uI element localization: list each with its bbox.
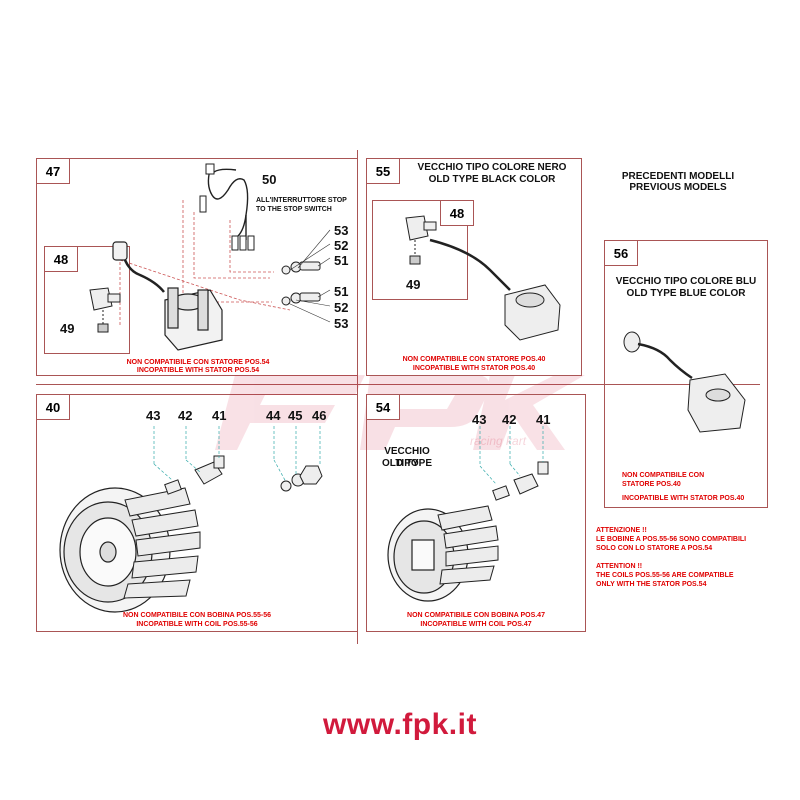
panel-56-note-en: INCOPATIBLE WITH STATOR POS.40 — [622, 495, 745, 502]
panel-56-header-en: OLD TYPE BLUE COLOR — [626, 288, 746, 299]
stop-switch-label-it: ALL'INTERRUTTORE STOP — [256, 197, 347, 204]
attention-en-line2: ONLY WITH THE STATOR POS.54 — [596, 581, 707, 588]
attention-en-title: ATTENTION !! — [596, 563, 643, 570]
panel-48-inset — [44, 246, 130, 354]
part-52b-label: 52 — [334, 300, 349, 315]
attention-en-line1: THE COILS POS.55-56 ARE COMPATIBLE — [596, 572, 734, 579]
part-53b-label: 53 — [334, 316, 349, 331]
panel-54-header-it: VECCHIO TIPO — [384, 446, 430, 469]
part-55-49-label: 49 — [406, 277, 421, 292]
panel-55-note-it: NON COMPATIBILE CON STATORE POS.40 — [402, 356, 546, 363]
part-44-label: 44 — [266, 408, 281, 423]
part-42-label: 42 — [178, 408, 193, 423]
part-52a-label: 52 — [334, 238, 349, 253]
part-54-42-label: 42 — [502, 412, 517, 427]
panel-56-note-it2: STATORE POS.40 — [622, 481, 681, 488]
panel-54-tag: 54 — [366, 394, 400, 420]
panel-55-frame — [366, 158, 582, 376]
panel-56-tag: 56 — [604, 240, 638, 266]
part-45-label: 45 — [288, 408, 303, 423]
part-53a-label: 53 — [334, 223, 349, 238]
panel-47-note-it: NON COMPATIBILE CON STATORE POS.54 — [126, 359, 270, 366]
previous-models-title-it: PRECEDENTI MODELLI — [621, 171, 735, 182]
panel-40-note-it: NON COMPATIBILE CON BOBINA POS.55-56 — [122, 612, 272, 619]
panel-56-header-it: VECCHIO TIPO COLORE BLU — [615, 276, 757, 287]
panel-56-note-it1: NON COMPATIBILE CON — [622, 472, 705, 479]
panel-54-frame — [366, 394, 586, 632]
panel-56-frame — [604, 240, 768, 508]
attention-it-line2: SOLO CON LO STATORE A POS.54 — [596, 545, 713, 552]
panel-47-note-en: INCOPATIBLE WITH STATOR POS.54 — [136, 367, 260, 374]
panel-40-note-en: INCOPATIBLE WITH COIL POS.55-56 — [136, 621, 258, 628]
divider-horizontal — [36, 384, 760, 385]
part-51a-label: 51 — [334, 253, 349, 268]
panel-54-note-it: NON COMPATIBILE CON BOBINA POS.47 — [407, 612, 545, 619]
panel-54-header-en: OLD TYPE — [381, 458, 432, 469]
part-49-label: 49 — [60, 321, 75, 336]
panel-54-note-en: INCOPATIBLE WITH COIL POS.47 — [420, 621, 532, 628]
part-43-label: 43 — [146, 408, 161, 423]
part-46-label: 46 — [312, 408, 327, 423]
attention-it-title: ATTENZIONE !! — [596, 527, 647, 534]
panel-47-tag: 47 — [36, 158, 70, 184]
website-url[interactable]: www.fpk.it — [323, 708, 477, 741]
panel-55-header-en: OLD TYPE BLACK COLOR — [428, 174, 556, 185]
divider-vertical — [357, 150, 358, 644]
part-54-41-label: 41 — [536, 412, 551, 427]
panel-55-tag: 55 — [366, 158, 400, 184]
part-51b-label: 51 — [334, 284, 349, 299]
panel-55-header-it: VECCHIO TIPO COLORE NERO — [417, 162, 567, 173]
attention-it-line1: LE BOBINE A POS.55-56 SONO COMPATIBILI — [596, 536, 747, 543]
panel-55-note-en: INCOPATIBLE WITH STATOR POS.40 — [412, 365, 536, 372]
part-41-label: 41 — [212, 408, 227, 423]
panel-55-inset — [372, 200, 468, 300]
previous-models-title-en: PREVIOUS MODELS — [629, 182, 727, 193]
part-54-43-label: 43 — [472, 412, 487, 427]
stop-switch-label-en: TO THE STOP SWITCH — [256, 206, 332, 213]
part-50-label: 50 — [262, 172, 277, 187]
panel-55-inset-tag: 48 — [440, 200, 474, 226]
panel-40-tag: 40 — [36, 394, 70, 420]
panel-47-inset-tag: 48 — [44, 246, 78, 272]
